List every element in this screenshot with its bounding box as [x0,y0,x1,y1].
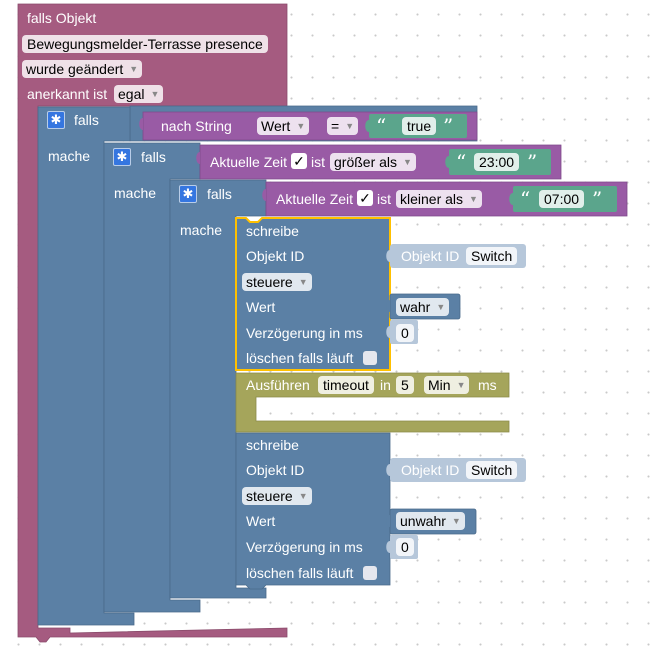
open-quote-icon: “ [376,114,387,138]
write1-mode-value: steuere [246,274,293,290]
if1-falls-label: falls [74,112,99,128]
write1-value-option: wahr [400,299,431,315]
write2-clear-checkbox[interactable] [363,566,377,580]
open-quote-icon: “ [456,150,467,174]
write2-mode-dropdown[interactable]: steuere ▼ [242,487,312,505]
time-field-1[interactable]: 23:00 [474,153,520,171]
chevron-down-icon: ▼ [451,516,461,526]
write2-delay-value[interactable]: 0 [396,538,414,556]
timeout-ms-label: ms [478,377,497,393]
write1-object-id-ghost: Objekt ID [401,248,460,264]
chevron-down-icon: ▼ [298,491,308,501]
ack-label: anerkannt ist [27,86,108,102]
checkbox-checked-icon[interactable]: ✓ [357,190,373,206]
change-dropdown[interactable]: wurde geändert ▼ [22,60,143,78]
gear-icon[interactable]: ✱ [47,111,65,129]
comparison-dropdown-1[interactable]: größer als ▼ [330,153,416,171]
write1-value-dropdown[interactable]: wahr ▼ [396,298,450,316]
timeout-unit-value: Min [428,377,451,393]
write2-object-id-ghost: Objekt ID [401,462,460,478]
chevron-down-icon: ▼ [403,157,412,167]
if1-mache-label: mache [48,148,91,164]
gear-icon[interactable]: ✱ [179,185,197,203]
write1-clear-label: löschen falls läuft [246,350,354,366]
checkbox-checked-icon[interactable]: ✓ [291,153,307,169]
write1-mode-dropdown[interactable]: steuere ▼ [242,273,312,291]
if3-mache-label: mache [180,222,223,238]
timeout-amount-field[interactable]: 5 [396,376,414,394]
operator-value: = [331,118,340,134]
time-field-2[interactable]: 07:00 [539,190,585,208]
write1-clear-checkbox[interactable] [363,351,377,365]
chevron-down-icon: ▼ [129,64,139,74]
comparison-value-1: größer als [334,154,398,170]
change-dropdown-value: wurde geändert [26,61,124,77]
to-string-label: nach String [161,118,232,134]
trigger-title: falls Objekt [27,10,97,26]
chevron-down-icon: ▼ [298,277,308,287]
current-time-label-2: Aktuelle Zeit [276,191,354,207]
comparison-dropdown-2[interactable]: kleiner als ▼ [396,190,482,208]
open-quote-icon: “ [520,187,531,211]
close-quote-icon: ” [527,150,538,174]
write2-title: schreibe [246,437,299,453]
write-block-2[interactable] [235,432,391,590]
operator-dropdown[interactable]: =▼ [327,117,359,135]
write1-title: schreibe [246,223,299,239]
timeout-unit-dropdown[interactable]: Min ▼ [424,376,470,394]
write1-value-label: Wert [246,299,276,315]
write2-value-option: unwahr [400,513,446,529]
ist-label-2: ist [377,191,391,207]
close-quote-icon: ” [592,187,603,211]
write-block-1[interactable] [235,217,391,371]
write2-object-id-label: Objekt ID [246,462,305,478]
write1-delay-value[interactable]: 0 [396,324,414,342]
write2-mode-value: steuere [246,488,293,504]
ack-dropdown-value: egal [118,86,145,102]
chevron-down-icon: ▼ [469,194,478,204]
chevron-down-icon: ▼ [296,121,306,131]
write1-object-id-value[interactable]: Switch [466,247,518,265]
timeout-name-field[interactable]: timeout [318,376,374,394]
if1-body [37,106,135,626]
comparison-value-2: kleiner als [400,191,464,207]
close-quote-icon: ” [443,114,454,138]
write2-value-label: Wert [246,513,276,529]
gear-icon[interactable]: ✱ [113,148,131,166]
ack-dropdown[interactable]: egal ▼ [114,85,164,103]
if2-falls-label: falls [141,149,166,165]
write2-object-id-value[interactable]: Switch [466,461,518,479]
write2-value-dropdown[interactable]: unwahr ▼ [396,512,465,530]
string-value-field[interactable]: true [402,117,437,135]
chevron-down-icon: ▼ [150,89,160,99]
write2-clear-label: löschen falls läuft [246,565,354,581]
if2-mache-label: mache [114,185,157,201]
if3-falls-label: falls [207,186,232,202]
ist-label: ist [311,154,325,170]
current-time-label: Aktuelle Zeit [210,154,288,170]
chevron-down-icon: ▼ [345,121,355,131]
object-name-field[interactable]: Bewegungsmelder-Terrasse presence [22,35,268,53]
write1-object-id-label: Objekt ID [246,248,305,264]
write2-delay-label: Verzögerung in ms [246,539,363,555]
chevron-down-icon: ▼ [456,380,466,390]
timeout-run-label: Ausführen [246,377,310,393]
chevron-down-icon: ▼ [436,302,446,312]
write1-delay-label: Verzögerung in ms [246,325,363,341]
value-dropdown[interactable]: Wert ▼ [257,117,310,135]
value-dropdown-value: Wert [261,118,291,134]
timeout-in-label: in [380,377,391,393]
